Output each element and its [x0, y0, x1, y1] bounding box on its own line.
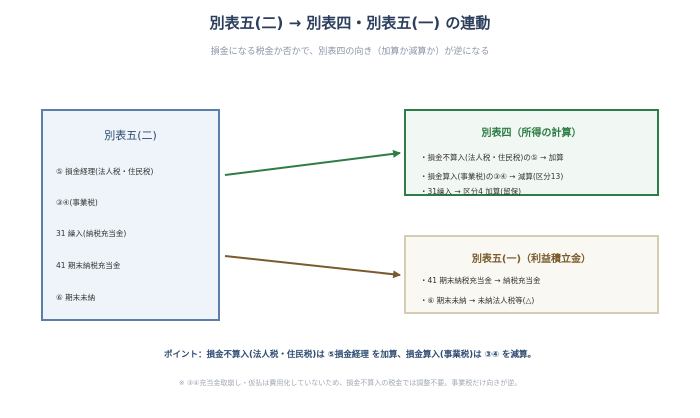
- beppyo-4-title: 別表四（所得の計算）: [481, 128, 582, 139]
- beppyo-4-box: 別表四（所得の計算） ・損金不算入(法人税・住民税)の⑤ → 加算 ・損金算入(…: [404, 109, 659, 196]
- left-item-year-end-reserve: 41 期末納税充当金: [56, 261, 121, 270]
- left-item-unpaid: ⑥ 期末未納: [56, 293, 96, 302]
- left-item-deduction: ⑤ 損金経理(法人税・住民税): [56, 167, 154, 176]
- beppyo-5-1-box: 別表五(一)（利益積立金） ・41 期末納税充当金 → 納税充当金 ・⑥ 期末未…: [404, 235, 659, 314]
- key-point: ポイント：損金不算入(法人税・住民税)は ⑤損金経理 を加算、損金算入(事業税)…: [164, 350, 536, 360]
- left-item-transfer: 31 繰入(納税充当金): [56, 229, 127, 238]
- footnote: ※ ③④充当金取崩し・仮払は費用化していないため、損金不算入の税金では調整不要。…: [178, 379, 522, 387]
- diagram-subtitle: 損金になる税金か否かで、別表四の向き（加算か減算か）が逆になる: [210, 47, 490, 57]
- tan-item-reserve: ・41 期末納税充当金 → 納税充当金: [420, 276, 541, 285]
- left-item-enterprise-tax: ③④(事業税): [56, 198, 98, 207]
- tan-item-unpaid: ・⑥ 期末未納 → 未納法人税等(△): [420, 296, 535, 305]
- beppyo-5-1-title: 別表五(一)（利益積立金）: [471, 254, 592, 265]
- beppyo-5-2-box: 別表五(二) ⑤ 損金経理(法人税・住民税) ③④(事業税) 31 繰入(納税充…: [41, 109, 220, 321]
- green-item-transfer: ・31繰入 → 区分4 加算(留保): [420, 187, 522, 196]
- green-item-add: ・損金不算入(法人税・住民税)の⑤ → 加算: [420, 153, 564, 162]
- beppyo-5-2-title: 別表五(二): [104, 129, 157, 142]
- arrow-to-beppyo-5-1: [224, 255, 401, 279]
- arrow-to-beppyo-4: [224, 149, 401, 176]
- diagram-title: 別表五(二) → 別表四・別表五(一) の連動: [209, 14, 491, 32]
- green-item-subtract: ・損金算入(事業税)の③④ → 減算(区分13): [420, 172, 564, 181]
